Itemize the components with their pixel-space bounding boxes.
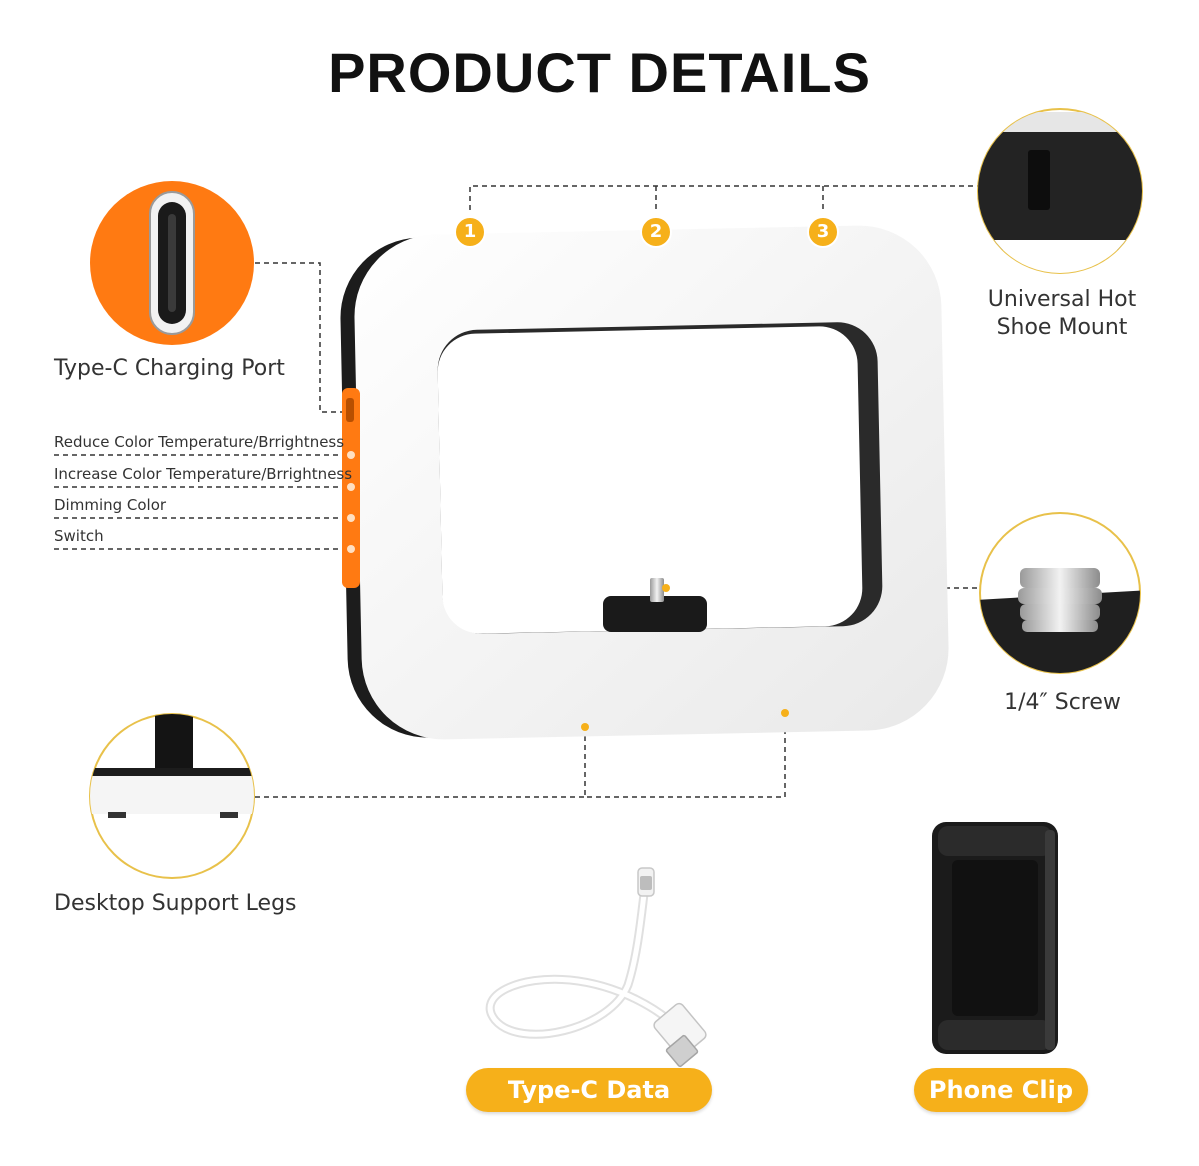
page-title: PRODUCT DETAILS — [328, 41, 871, 104]
phone-clip — [932, 822, 1058, 1054]
numbered-markers — [454, 216, 839, 248]
increase-button-label: Increase Color Temperature/Brrightness — [54, 465, 353, 483]
screw-label: 1/4″ Screw — [1004, 690, 1121, 715]
type-c-closeup — [90, 181, 254, 345]
marker-2: 2 — [649, 221, 663, 242]
cable-label-pill: Type-C Data Cable — [466, 1068, 712, 1148]
clip-label-pill: Phone Clip — [914, 1068, 1088, 1112]
type-c-port — [346, 398, 354, 422]
screw-closeup — [979, 512, 1141, 674]
hot-shoe-closeup — [977, 108, 1143, 274]
quarter-screw — [650, 578, 664, 602]
reduce-button-label: Reduce Color Temperature/Brrightness — [54, 433, 345, 451]
hot-shoe-label: Universal Hot Shoe Mount — [987, 287, 1137, 340]
ring-light — [340, 225, 949, 740]
marker-1: 1 — [463, 221, 477, 242]
dimming-button-label: Dimming Color — [54, 496, 167, 514]
type-c-port-label: Type-C Charging Port — [54, 356, 285, 381]
support-legs-closeup — [89, 713, 255, 879]
switch-button-label: Switch — [54, 527, 104, 545]
usb-cable — [485, 867, 707, 1068]
support-legs-label: Desktop Support Legs — [54, 891, 297, 916]
marker-3: 3 — [816, 221, 830, 242]
holder-knob — [603, 596, 707, 632]
